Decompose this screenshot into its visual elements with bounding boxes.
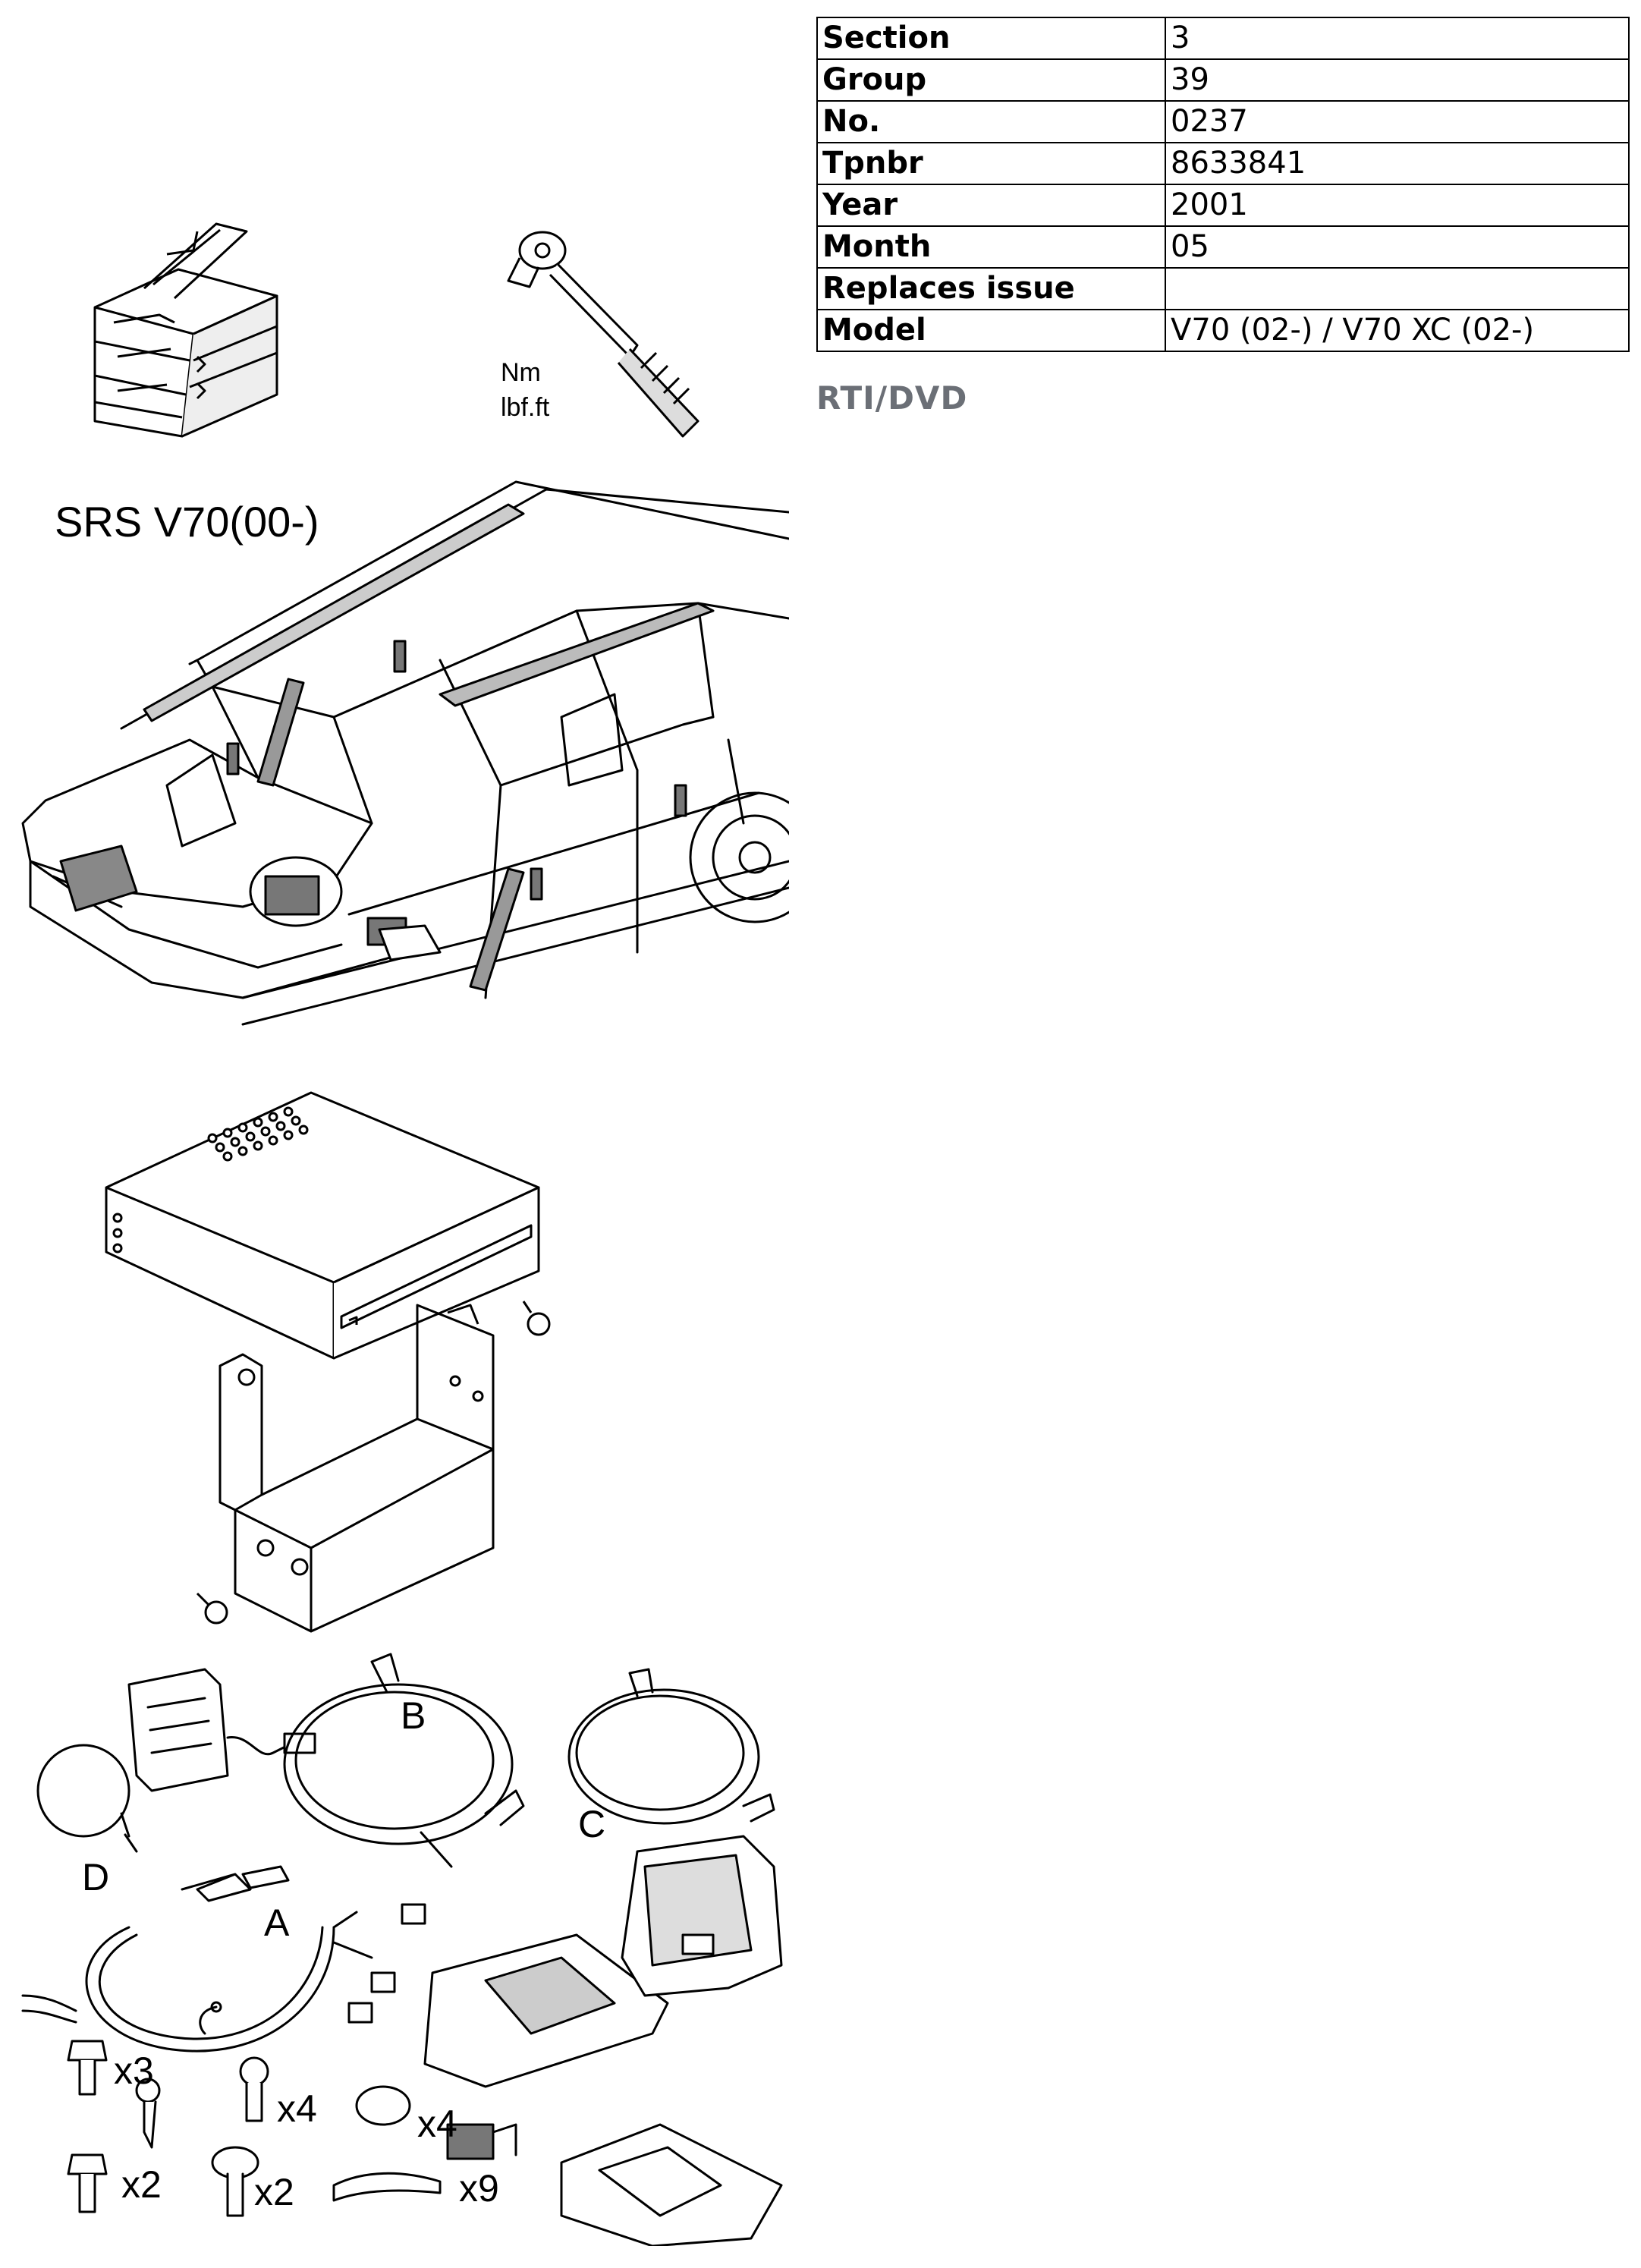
- callout-b: B: [401, 1694, 426, 1737]
- info-value: 3: [1165, 17, 1630, 60]
- info-value: V70 (02-) / V70 XC (02-): [1165, 309, 1630, 352]
- info-key: Year: [816, 184, 1166, 227]
- qty-clip: x2: [254, 2171, 294, 2213]
- car-srs-diagram: [15, 467, 789, 1043]
- info-value: 8633841: [1165, 142, 1630, 185]
- info-value: 05: [1165, 225, 1630, 269]
- qty-cable-tie: x9: [459, 2167, 499, 2210]
- info-value: 39: [1165, 58, 1630, 102]
- info-key: No.: [816, 100, 1166, 143]
- info-key: Model: [816, 309, 1166, 352]
- info-row: No.0237: [816, 100, 1630, 143]
- qty-screw-small: x4: [277, 2087, 317, 2130]
- info-key: Month: [816, 225, 1166, 269]
- info-key: Tpnbr: [816, 142, 1166, 185]
- torque-wrench-icon: [478, 212, 721, 448]
- toolbox-icon: [83, 209, 288, 444]
- qty-plug: x4: [417, 2103, 457, 2145]
- info-value: [1165, 267, 1630, 310]
- dvd-player-bracket-diagram: [99, 1062, 584, 1639]
- info-value: 0237: [1165, 100, 1630, 143]
- info-key: Group: [816, 58, 1166, 102]
- installation-kit-diagram: A B C D x3 x4 x4 x2 x2 x9: [15, 1639, 797, 2246]
- info-row: Replaces issue: [816, 267, 1630, 310]
- qty-bolt-large: x3: [114, 2049, 154, 2092]
- qty-bolt-flange: x2: [121, 2163, 162, 2206]
- callout-c: C: [578, 1803, 606, 1845]
- info-key: Section: [816, 17, 1166, 60]
- info-value: 2001: [1165, 184, 1630, 227]
- document-title: RTI/DVD: [816, 379, 968, 417]
- callout-a: A: [264, 1902, 290, 1944]
- info-key: Replaces issue: [816, 267, 1166, 310]
- callout-d: D: [82, 1856, 110, 1898]
- torque-unit-lbf: lbf.ft: [501, 393, 550, 422]
- srs-label: SRS V70(00-): [55, 498, 319, 546]
- torque-unit-nm: Nm: [501, 358, 541, 387]
